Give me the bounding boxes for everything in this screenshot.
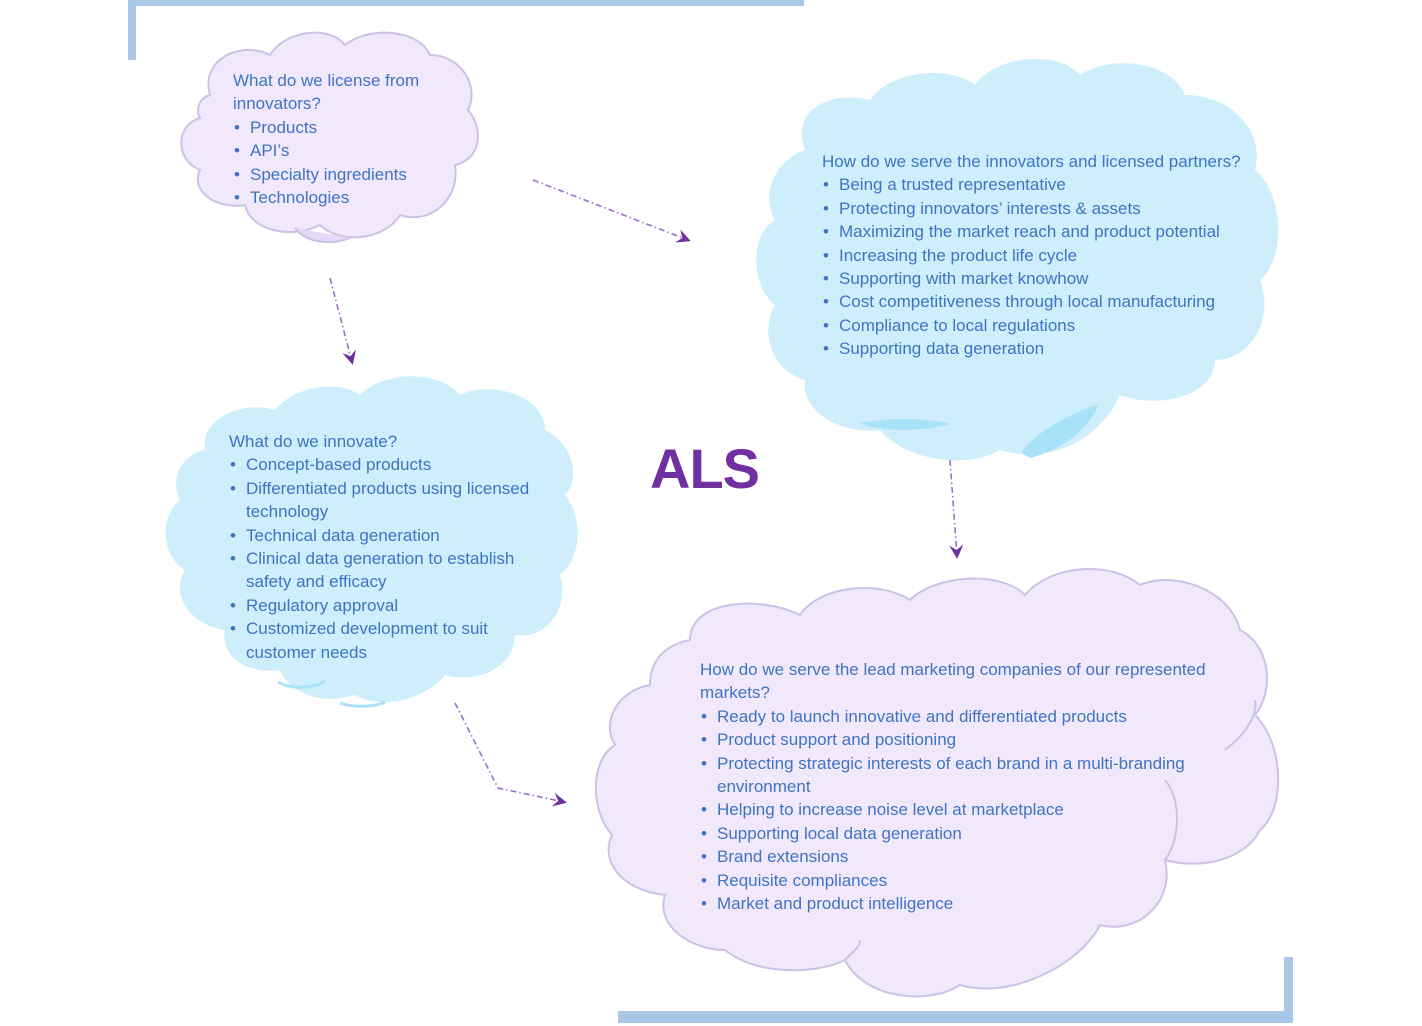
- list-item: Supporting data generation: [822, 337, 1262, 361]
- cloud-license: What do we license from innovators? Prod…: [233, 69, 448, 210]
- list-item: Product support and positioning: [700, 728, 1240, 752]
- list-item: Brand extensions: [700, 845, 1240, 869]
- cloud-question: What do we innovate?: [229, 432, 398, 451]
- list-item: Helping to increase noise level at marke…: [700, 798, 1240, 822]
- list-item: Increasing the product life cycle: [822, 244, 1262, 268]
- cloud-innovate: What do we innovate? Concept-based produ…: [229, 430, 559, 664]
- list-item: Regulatory approval: [229, 594, 559, 618]
- cloud-serve-marketing: How do we serve the lead marketing compa…: [700, 658, 1240, 916]
- list-item: Supporting local data generation: [700, 822, 1240, 846]
- cloud-item-list: Being a trusted representative Protectin…: [822, 173, 1262, 361]
- arrow-license-to-serve-innovators: [532, 179, 691, 243]
- list-item: Compliance to local regulations: [822, 314, 1262, 338]
- list-item: Customized development to suit customer …: [229, 617, 559, 664]
- frame-bottom-bar: [618, 1011, 1293, 1023]
- arrow-innovate-to-marketing: [454, 702, 567, 807]
- cloud-item-list: Products API’s Specialty ingredients Tec…: [233, 116, 448, 210]
- cloud-serve-innovators: How do we serve the innovators and licen…: [822, 150, 1262, 361]
- cloud-question: What do we license from innovators?: [233, 71, 420, 114]
- frame-right-bar: [1284, 957, 1293, 1023]
- list-item: Products: [233, 116, 448, 140]
- list-item: Specialty ingredients: [233, 163, 448, 187]
- list-item: Market and product intelligence: [700, 892, 1240, 916]
- list-item: Technologies: [233, 186, 448, 210]
- list-item: API’s: [233, 139, 448, 163]
- list-item: Being a trusted representative: [822, 173, 1262, 197]
- list-item: Maximizing the market reach and product …: [822, 220, 1262, 244]
- list-item: Protecting innovators’ interests & asset…: [822, 197, 1262, 221]
- diagram-title: ALS: [650, 437, 760, 500]
- cloud-item-list: Concept-based products Differentiated pr…: [229, 453, 559, 664]
- list-item: Supporting with market knowhow: [822, 267, 1262, 291]
- cloud-question: How do we serve the lead marketing compa…: [700, 660, 1206, 703]
- list-item: Cost competitiveness through local manuf…: [822, 290, 1262, 314]
- cloud-item-list: Ready to launch innovative and different…: [700, 705, 1240, 916]
- list-item: Requisite compliances: [700, 869, 1240, 893]
- list-item: Clinical data generation to establish sa…: [229, 547, 559, 594]
- list-item: Differentiated products using licensed t…: [229, 477, 559, 524]
- list-item: Ready to launch innovative and different…: [700, 705, 1240, 729]
- list-item: Concept-based products: [229, 453, 559, 477]
- cloud-question: How do we serve the innovators and licen…: [822, 152, 1241, 171]
- frame-left-bar: [128, 0, 136, 60]
- list-item: Protecting strategic interests of each b…: [700, 752, 1240, 799]
- arrow-license-to-innovate: [329, 277, 356, 365]
- frame-top-bar: [128, 0, 804, 6]
- list-item: Technical data generation: [229, 524, 559, 548]
- arrow-serve-innovators-to-marketing: [949, 459, 964, 559]
